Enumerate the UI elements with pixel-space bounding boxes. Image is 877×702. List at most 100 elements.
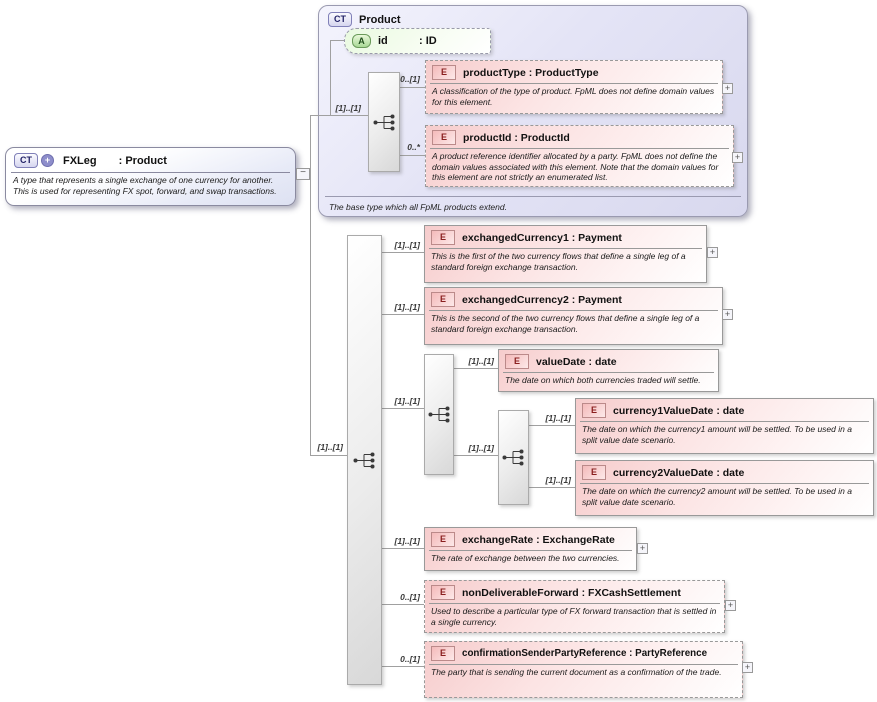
expand-button-producttype[interactable]: + xyxy=(722,83,733,94)
root-type-box-fxleg[interactable]: CT + FXLeg : Product A type that represe… xyxy=(5,147,296,206)
element-name: productType : ProductType xyxy=(463,66,599,79)
sequence-compositor-split-dates xyxy=(498,410,529,505)
fxleg-name: FXLeg xyxy=(63,154,97,167)
sequence-compositor-main xyxy=(347,235,382,685)
cardinality-label: [1]..[1] xyxy=(335,103,362,113)
element-description: The date on which the currency1 amount w… xyxy=(582,424,852,445)
connector xyxy=(380,408,424,409)
expand-button-confirmationsenderpartyreference[interactable]: + xyxy=(742,662,753,673)
element-name: confirmationSenderPartyReference : Party… xyxy=(462,648,708,659)
cardinality-label: [1]..[1] xyxy=(394,536,421,546)
extension-plus-icon: + xyxy=(41,154,54,167)
element-box-valuedate[interactable]: E valueDate : date The date on which bot… xyxy=(498,349,719,392)
connector xyxy=(398,87,425,88)
element-divider xyxy=(429,664,738,665)
connector xyxy=(380,252,424,253)
expand-button-exchangerate[interactable]: + xyxy=(637,543,648,554)
expand-button-exchangedcurrency1[interactable]: + xyxy=(707,247,718,258)
fxleg-description: A type that represents a single exchange… xyxy=(13,175,277,196)
element-box-exchangerate[interactable]: E exchangeRate : ExchangeRate The rate o… xyxy=(424,527,637,571)
element-divider xyxy=(429,310,718,311)
element-box-currency1valuedate[interactable]: E currency1ValueDate : date The date on … xyxy=(575,398,874,454)
connector xyxy=(380,604,424,605)
cardinality-label: [1]..[1] xyxy=(394,302,421,312)
connector xyxy=(310,115,368,116)
element-icon: E xyxy=(431,532,455,547)
element-name: valueDate : date xyxy=(536,355,617,368)
cardinality-label: [1]..[1] xyxy=(394,396,421,406)
connector xyxy=(380,314,424,315)
expand-button-nondeliverableforward[interactable]: + xyxy=(725,600,736,611)
cardinality-label: [1]..[1] xyxy=(468,356,495,366)
collapse-button-fxleg[interactable]: − xyxy=(296,168,310,180)
connector xyxy=(398,155,425,156)
element-box-nondeliverableforward[interactable]: E nonDeliverableForward : FXCashSettleme… xyxy=(424,580,725,633)
element-box-productid[interactable]: E productId : ProductId A product refere… xyxy=(425,125,734,187)
element-description: The date on which both currencies traded… xyxy=(505,375,701,385)
element-name: nonDeliverableForward : FXCashSettlement xyxy=(462,586,681,599)
sequence-compositor-product xyxy=(368,72,400,172)
connector xyxy=(452,368,498,369)
element-description: A classification of the type of product.… xyxy=(432,86,715,107)
cardinality-label: [1]..[1] xyxy=(545,475,572,485)
sequence-icon xyxy=(373,114,394,130)
element-icon: E xyxy=(431,292,455,307)
connector-trunk xyxy=(310,115,311,455)
connector xyxy=(330,40,331,115)
product-footer-note: The base type which all FpML products ex… xyxy=(329,202,507,212)
element-description: The rate of exchange between the two cur… xyxy=(431,553,620,563)
element-box-exchangedcurrency2[interactable]: E exchangedCurrency2 : Payment This is t… xyxy=(424,287,723,345)
connector xyxy=(310,455,347,456)
cardinality-label: [1]..[1] xyxy=(394,240,421,250)
cardinality-label: 0..[1] xyxy=(400,654,420,664)
element-name: currency1ValueDate : date xyxy=(613,404,745,417)
element-divider xyxy=(430,148,729,149)
product-header: CT Product xyxy=(319,6,747,27)
complex-type-icon: CT xyxy=(328,12,352,27)
element-divider xyxy=(430,83,718,84)
element-description: This is the second of the two currency f… xyxy=(431,313,700,334)
cardinality-label: [1]..[1] xyxy=(317,442,344,452)
connector xyxy=(380,548,424,549)
element-box-currency2valuedate[interactable]: E currency2ValueDate : date The date on … xyxy=(575,460,874,516)
element-name: productId : ProductId xyxy=(463,131,570,144)
sequence-icon xyxy=(353,452,375,468)
cardinality-label: [1]..[1] xyxy=(468,443,495,453)
element-icon: E xyxy=(431,585,455,600)
element-icon: E xyxy=(582,465,606,480)
cardinality-label: 0..[1] xyxy=(400,74,420,84)
fxleg-divider xyxy=(11,172,290,173)
expand-button-productid[interactable]: + xyxy=(732,152,743,163)
element-name: exchangedCurrency1 : Payment xyxy=(462,231,622,244)
element-name: exchangeRate : ExchangeRate xyxy=(462,533,615,546)
element-icon: E xyxy=(431,230,455,245)
cardinality-label: [1]..[1] xyxy=(545,413,572,423)
cardinality-label: 0..[1] xyxy=(400,592,420,602)
attribute-name: id xyxy=(378,35,388,47)
element-name: currency2ValueDate : date xyxy=(613,466,745,479)
cardinality-label: 0..* xyxy=(407,142,420,152)
element-box-exchangedcurrency1[interactable]: E exchangedCurrency1 : Payment This is t… xyxy=(424,225,707,283)
sequence-compositor-value-dates xyxy=(424,354,454,475)
connector xyxy=(527,425,575,426)
connector xyxy=(380,666,424,667)
element-box-producttype[interactable]: E productType : ProductType A classifica… xyxy=(425,60,723,114)
connector xyxy=(452,455,498,456)
element-divider xyxy=(503,372,714,373)
element-box-confirmationsenderpartyreference[interactable]: E confirmationSenderPartyReference : Par… xyxy=(424,641,743,698)
connector xyxy=(330,40,346,41)
fxleg-header: CT + FXLeg : Product xyxy=(6,148,295,170)
expand-button-exchangedcurrency2[interactable]: + xyxy=(722,309,733,320)
element-divider xyxy=(429,603,720,604)
element-description: Used to describe a particular type of FX… xyxy=(431,606,717,627)
connector xyxy=(527,487,575,488)
attribute-box-id[interactable]: A id : ID xyxy=(344,28,491,54)
element-description: The party that is sending the current do… xyxy=(431,667,722,677)
fxleg-type: : Product xyxy=(118,154,167,167)
attribute-type: : ID xyxy=(419,35,437,47)
element-divider xyxy=(429,550,632,551)
element-description: The date on which the currency2 amount w… xyxy=(582,486,852,507)
element-icon: E xyxy=(432,65,456,80)
product-footer-divider xyxy=(325,196,741,197)
